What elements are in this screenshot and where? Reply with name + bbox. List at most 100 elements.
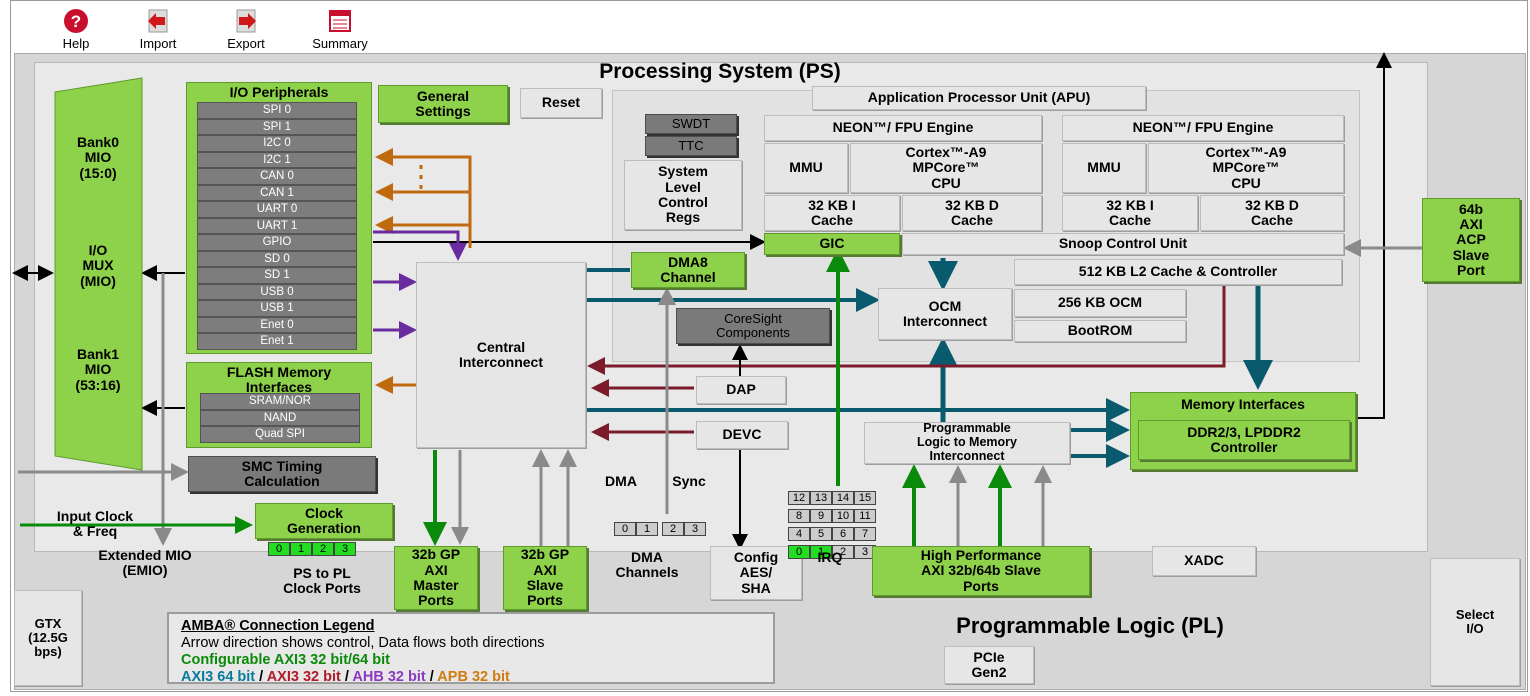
gp-axi-master-ports[interactable]: 32b GP AXI Master Ports — [394, 546, 478, 610]
dma-label: DMA — [605, 473, 637, 489]
neon-fpu-right: NEON™/ FPU Engine — [1062, 115, 1344, 141]
sync-label: Sync — [672, 473, 706, 489]
irq-number: 6 — [832, 527, 854, 541]
io-peripheral-item[interactable]: SPI 0 — [197, 102, 357, 119]
io-peripheral-item[interactable]: SD 1 — [197, 267, 357, 284]
pl-to-memory-interconnect[interactable]: Programmable Logic to Memory Interconnec… — [864, 422, 1070, 464]
general-settings-button[interactable]: General Settings — [378, 85, 508, 123]
flash-interface-item[interactable]: NAND — [200, 409, 360, 426]
io-peripheral-item[interactable]: CAN 1 — [197, 184, 357, 201]
irq-number: 9 — [810, 509, 832, 523]
ocm-256kb[interactable]: 256 KB OCM — [1014, 289, 1186, 317]
bank1-mio-label: Bank1 MIO (53:16) — [75, 346, 121, 393]
io-peripheral-item[interactable]: CAN 0 — [197, 168, 357, 185]
irq-number: 1 — [810, 545, 832, 559]
neon-fpu-left: NEON™/ FPU Engine — [764, 115, 1042, 141]
irq-number: 7 — [854, 527, 876, 541]
bootrom: BootROM — [1014, 320, 1186, 342]
acp-slave-port[interactable]: 64b AXI ACP Slave Port — [1422, 198, 1520, 282]
l2-cache-controller[interactable]: 512 KB L2 Cache & Controller — [1014, 259, 1342, 285]
irq-number: 10 — [832, 509, 854, 523]
irq-number: 11 — [854, 509, 876, 523]
help-label: Help — [62, 36, 90, 51]
cortex-a9-left: Cortex™-A9 MPCore™ CPU — [850, 143, 1042, 193]
legend-line2: Configurable AXI3 32 bit/64 bit — [181, 652, 390, 668]
legend-axi64: AXI3 64 bit — [181, 669, 256, 685]
slcr-box[interactable]: System Level Control Regs — [624, 160, 742, 230]
io-peripheral-item[interactable]: I2C 0 — [197, 135, 357, 152]
legend-ahb: AHB 32 bit — [352, 669, 426, 685]
dcache-left: 32 KB D Cache — [902, 195, 1042, 231]
flash-memory-title[interactable]: FLASH Memory Interfaces — [226, 364, 332, 396]
central-interconnect[interactable]: Central Interconnect — [416, 262, 586, 448]
irq-number: 3 — [854, 545, 876, 559]
ps-to-pl-label: PS to PL Clock Ports — [283, 565, 361, 597]
ddr-controller-button[interactable]: DDR2/3, LPDDR2 Controller — [1138, 420, 1350, 460]
dma8-channel-button[interactable]: DMA8 Channel — [631, 252, 745, 288]
clock-generation-button[interactable]: Clock Generation — [255, 503, 393, 539]
flash-interface-item[interactable]: Quad SPI — [200, 426, 360, 443]
input-clock-label: Input Clock & Freq — [56, 508, 134, 540]
gic-button[interactable]: GIC — [764, 233, 900, 255]
io-peripheral-item[interactable]: SPI 1 — [197, 118, 357, 135]
irq-number: 13 — [810, 491, 832, 505]
io-peripheral-item[interactable]: SD 0 — [197, 250, 357, 267]
irq-number: 12 — [788, 491, 810, 505]
io-peripherals-title[interactable]: I/O Peripherals — [229, 84, 329, 100]
bank0-mio-label: Bank0 MIO (15:0) — [76, 134, 120, 181]
io-peripheral-item[interactable]: Enet 0 — [197, 316, 357, 333]
clock-port-number: 2 — [312, 542, 334, 556]
select-io-box: Select I/O — [1430, 558, 1520, 686]
reset-button[interactable]: Reset — [520, 88, 602, 118]
ps-title: Processing System (PS) — [599, 60, 841, 83]
io-peripheral-item[interactable]: Enet 1 — [197, 333, 357, 350]
icache-right: 32 KB I Cache — [1062, 195, 1198, 231]
gtx-box: GTX (12.5G bps) — [14, 590, 82, 686]
swdt-box: SWDT — [645, 114, 737, 134]
smc-timing-button[interactable]: SMC Timing Calculation — [188, 456, 376, 492]
snoop-control-unit: Snoop Control Unit — [902, 233, 1344, 255]
clock-port-number: 1 — [290, 542, 312, 556]
xadc-box[interactable]: XADC — [1152, 546, 1256, 576]
io-peripheral-item[interactable]: USB 1 — [197, 300, 357, 317]
mmu-left: MMU — [764, 143, 848, 193]
memory-interfaces-title[interactable]: Memory Interfaces — [1181, 396, 1305, 412]
summary-button[interactable]: Summary — [300, 8, 380, 54]
io-mux-label: I/O MUX (MIO) — [80, 242, 116, 289]
flash-interface-item[interactable]: SRAM/NOR — [200, 393, 360, 410]
coresight-box: CoreSight Components — [676, 308, 830, 344]
io-peripheral-item[interactable]: UART 0 — [197, 201, 357, 218]
gp-axi-slave-ports[interactable]: 32b GP AXI Slave Ports — [503, 546, 587, 610]
dma-channel-number: 1 — [636, 522, 658, 536]
export-icon — [232, 8, 260, 34]
legend-sep: / — [255, 669, 267, 685]
amba-legend: AMBA® Connection Legend Arrow direction … — [167, 612, 775, 686]
apu-title[interactable]: Application Processor Unit (APU) — [812, 86, 1146, 110]
dma-channel-number: 0 — [614, 522, 636, 536]
help-button[interactable]: ? Help — [36, 8, 116, 54]
legend-line3: AXI3 64 bit / AXI3 32 bit / AHB 32 bit /… — [181, 669, 761, 686]
config-aes-sha-box[interactable]: Config AES/ SHA — [710, 546, 802, 600]
devc-box: DEVC — [696, 421, 788, 449]
export-button[interactable]: Export — [206, 8, 286, 54]
dma-channel-number: 2 — [662, 522, 684, 536]
pcie-gen2-box: PCIe Gen2 — [944, 646, 1034, 684]
clock-port-number: 3 — [334, 542, 356, 556]
clock-port-number: 0 — [268, 542, 290, 556]
legend-sep: / — [425, 669, 438, 685]
summary-icon — [326, 8, 354, 34]
cortex-a9-right: Cortex™-A9 MPCore™ CPU — [1148, 143, 1344, 193]
io-peripheral-item[interactable]: I2C 1 — [197, 151, 357, 168]
io-peripheral-item[interactable]: GPIO — [197, 234, 357, 251]
summary-label: Summary — [312, 36, 368, 51]
import-button[interactable]: Import — [118, 8, 198, 54]
help-icon: ? — [62, 8, 90, 34]
io-peripheral-item[interactable]: USB 0 — [197, 283, 357, 300]
hp-axi-slave-ports[interactable]: High Performance AXI 32b/64b Slave Ports — [872, 546, 1090, 596]
io-peripheral-item[interactable]: UART 1 — [197, 217, 357, 234]
